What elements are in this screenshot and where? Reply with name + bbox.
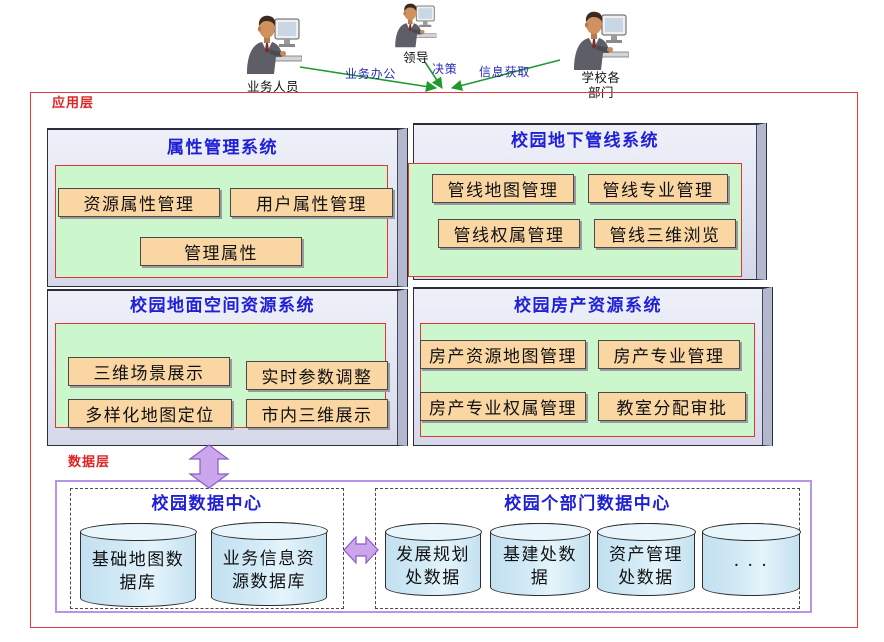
actor-label-leader: 领导 xyxy=(402,50,429,65)
flow-label-information-retrieval: 信息获取 xyxy=(479,65,531,79)
database-label: 发展规划 处数据 xyxy=(396,544,470,588)
module-box: 市内三维展示 xyxy=(246,399,388,428)
flow-arrow-business-office xyxy=(299,66,438,92)
module-box: 三维场景展示 xyxy=(68,357,230,386)
database-cylinder-cap xyxy=(79,522,197,541)
module-box: 管线三维浏览 xyxy=(594,219,736,248)
module-box: 房产专业权属管理 xyxy=(420,392,586,421)
system-title: 校园房产资源系统 xyxy=(514,296,662,316)
database-cylinder: 发展规划 处数据 xyxy=(384,522,482,596)
database-cylinder-cap xyxy=(701,522,801,541)
data-layer-frame xyxy=(55,480,812,613)
module-box: 管线权属管理 xyxy=(438,219,580,248)
module-box: 多样化地图定位 xyxy=(68,399,232,428)
module-box: 用户属性管理 xyxy=(230,188,393,217)
system-title: 属性管理系统 xyxy=(167,138,278,158)
system-title: 校园地下管线系统 xyxy=(511,131,659,151)
data-layer-label: 数据层 xyxy=(68,455,111,470)
database-label: 资产管理 处数据 xyxy=(609,544,683,588)
database-label: 基建处数 据 xyxy=(503,544,577,588)
module-box: 房产资源地图管理 xyxy=(420,340,586,369)
database-label: 业务信息资 源数据库 xyxy=(222,549,316,592)
flow-arrows xyxy=(299,59,561,92)
person-at-computer-icon xyxy=(242,10,302,76)
person-at-computer-icon xyxy=(387,0,441,48)
module-box: 管理属性 xyxy=(140,237,302,266)
data-center-title: 校园个部门数据中心 xyxy=(504,494,671,514)
application-layer-label: 应用层 xyxy=(52,96,95,111)
database-label: · · · xyxy=(733,556,769,576)
flow-label-decision: 决策 xyxy=(432,62,458,76)
database-cylinder: 资产管理 处数据 xyxy=(596,522,696,596)
database-cylinder-cap xyxy=(210,521,328,540)
system-title: 校园地面空间资源系统 xyxy=(130,296,315,316)
database-cylinder: 基础地图数 据库 xyxy=(79,522,197,607)
database-cylinder: · · · xyxy=(701,522,801,596)
module-box: 房产专业管理 xyxy=(598,340,740,369)
application-layer-frame xyxy=(30,92,858,628)
module-box: 教室分配审批 xyxy=(598,392,746,421)
module-box: 资源属性管理 xyxy=(58,188,220,217)
module-box: 管线专业管理 xyxy=(588,174,728,203)
database-cylinder-cap xyxy=(489,522,591,541)
flow-label-business-office: 业务办公 xyxy=(345,67,397,81)
module-box: 实时参数调整 xyxy=(246,361,388,390)
database-cylinder: 业务信息资 源数据库 xyxy=(210,521,328,606)
flow-arrow-decision xyxy=(424,61,443,89)
flow-arrow-information-retrieval xyxy=(450,59,561,91)
database-cylinder-cap xyxy=(384,522,482,541)
database-cylinder-cap xyxy=(596,522,696,541)
database-cylinder: 基建处数 据 xyxy=(489,522,591,596)
data-center-title: 校园数据中心 xyxy=(151,494,263,514)
module-box: 管线地图管理 xyxy=(432,174,574,203)
actor-label-business-staff: 业务人员 xyxy=(246,79,299,94)
person-at-computer-icon xyxy=(568,7,630,71)
database-label: 基础地图数 据库 xyxy=(91,550,185,593)
